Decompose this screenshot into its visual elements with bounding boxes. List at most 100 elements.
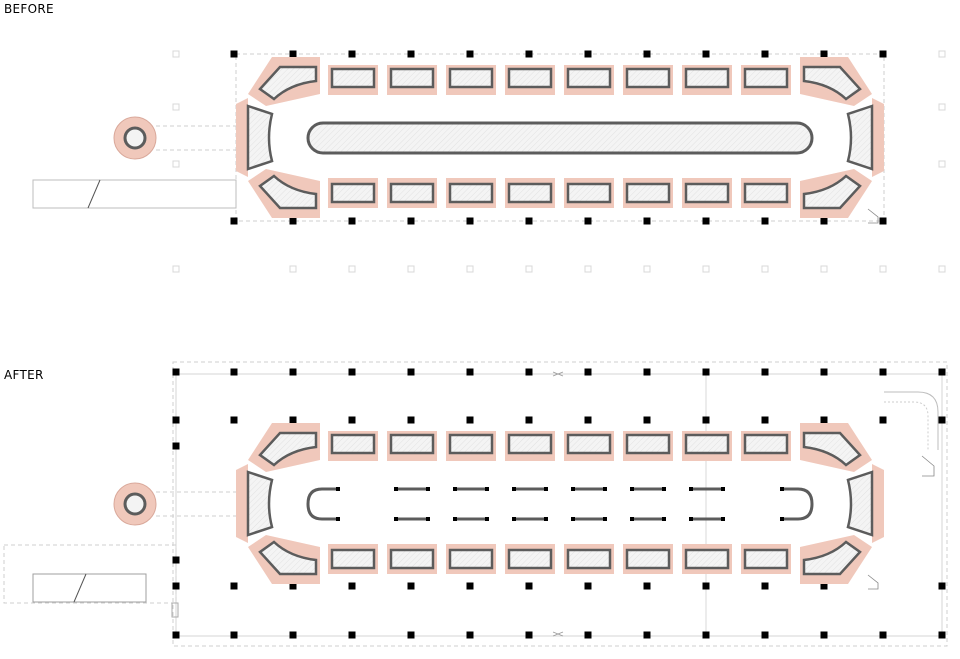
- plan-before: [32, 50, 946, 273]
- column: [761, 631, 769, 639]
- stair-icon: [921, 455, 935, 477]
- kiosk-inner: [123, 492, 147, 516]
- booth: [448, 67, 494, 89]
- grid-dot: [407, 265, 415, 273]
- grid-dot: [702, 265, 710, 273]
- counter-post: [662, 517, 666, 521]
- column: [230, 368, 238, 376]
- column: [584, 217, 592, 225]
- plan-after: [3, 361, 948, 647]
- column: [466, 582, 474, 590]
- column: [407, 50, 415, 58]
- booth: [684, 548, 730, 570]
- booth: [684, 182, 730, 204]
- grid-dot: [348, 265, 356, 273]
- column: [761, 217, 769, 225]
- counter-post: [630, 517, 634, 521]
- booth: [330, 182, 376, 204]
- end-booth: [246, 470, 274, 537]
- corner-booth: [802, 174, 862, 210]
- counter-post: [721, 487, 725, 491]
- column: [702, 217, 710, 225]
- column: [820, 416, 828, 424]
- counter-post: [780, 487, 784, 491]
- column: [879, 631, 887, 639]
- column: [172, 416, 180, 424]
- counter-post: [485, 517, 489, 521]
- column: [172, 582, 180, 590]
- column: [643, 416, 651, 424]
- ramp-guide: [884, 401, 929, 450]
- door-mark: [552, 631, 564, 637]
- booth: [566, 182, 612, 204]
- loading-bay: [32, 179, 237, 209]
- column: [584, 368, 592, 376]
- counter-post: [512, 487, 516, 491]
- column: [230, 217, 238, 225]
- end-booth-pad: [236, 98, 248, 177]
- central-counter: [306, 121, 814, 155]
- counter-post: [512, 517, 516, 521]
- column: [407, 217, 415, 225]
- column: [879, 217, 887, 225]
- counter-post: [544, 517, 548, 521]
- booth: [448, 433, 494, 455]
- booth: [684, 67, 730, 89]
- column: [643, 582, 651, 590]
- grid-dot: [172, 265, 180, 273]
- column: [407, 631, 415, 639]
- booth: [507, 182, 553, 204]
- counter-post: [571, 517, 575, 521]
- counter-post: [662, 487, 666, 491]
- column: [761, 582, 769, 590]
- column: [820, 582, 828, 590]
- column: [172, 556, 180, 564]
- booth: [330, 548, 376, 570]
- booth: [507, 433, 553, 455]
- booth: [625, 433, 671, 455]
- column: [938, 416, 946, 424]
- counter-post: [336, 487, 340, 491]
- column: [466, 416, 474, 424]
- booth: [507, 67, 553, 89]
- counter-post: [689, 517, 693, 521]
- grid-dot: [879, 265, 887, 273]
- column: [584, 50, 592, 58]
- booth: [389, 433, 435, 455]
- column: [230, 582, 238, 590]
- grid-dot: [172, 103, 180, 111]
- kiosk-inner: [123, 126, 147, 150]
- column: [702, 582, 710, 590]
- booth: [507, 548, 553, 570]
- booth: [389, 182, 435, 204]
- column: [466, 631, 474, 639]
- column: [643, 50, 651, 58]
- end-booth: [846, 104, 874, 171]
- booth: [743, 548, 789, 570]
- end-booth-pad: [872, 464, 884, 543]
- end-booth: [246, 104, 274, 171]
- column: [407, 582, 415, 590]
- grid-dot: [584, 265, 592, 273]
- counter-post: [453, 487, 457, 491]
- column: [938, 631, 946, 639]
- corner-booth: [258, 65, 318, 101]
- column: [525, 582, 533, 590]
- booth: [625, 548, 671, 570]
- column: [525, 631, 533, 639]
- grid-dot: [938, 265, 946, 273]
- column: [466, 50, 474, 58]
- counter-post: [426, 487, 430, 491]
- before-label: BEFORE: [4, 2, 54, 16]
- stair-icon: [867, 574, 879, 590]
- site-outline: [172, 361, 948, 647]
- column: [172, 631, 180, 639]
- column: [525, 416, 533, 424]
- booth: [448, 548, 494, 570]
- column: [407, 416, 415, 424]
- counter-post: [394, 487, 398, 491]
- column: [761, 50, 769, 58]
- column: [289, 368, 297, 376]
- counter-segment-end: [306, 487, 338, 521]
- loading-bay-outline: [3, 544, 177, 604]
